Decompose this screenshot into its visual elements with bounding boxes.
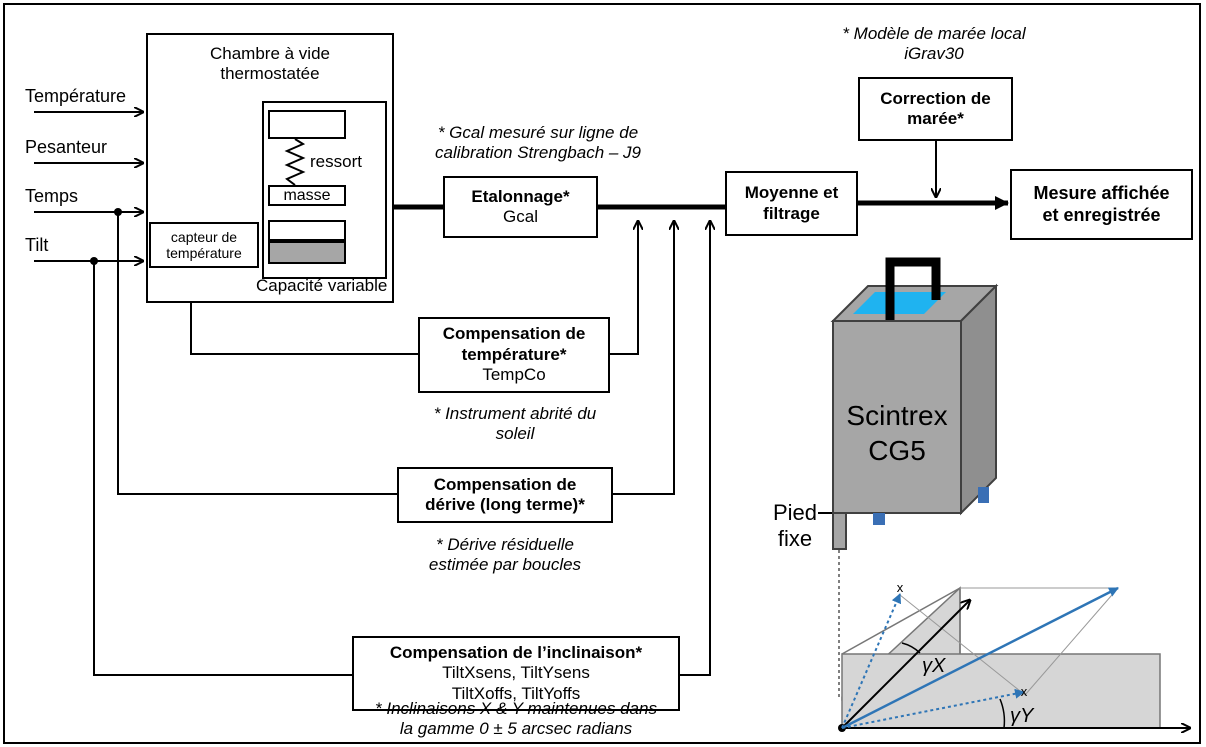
- note-tide: * Modèle de marée local iGrav30: [812, 24, 1056, 63]
- temp-comp-line2: température*: [461, 344, 567, 364]
- note-drift-line1: * Dérive résiduelle: [436, 535, 574, 554]
- drift-compensation-block: Compensation de dérive (long terme)*: [397, 467, 613, 523]
- foot-label-line2: fixe: [778, 526, 812, 551]
- etalonnage-param: Gcal: [503, 207, 538, 226]
- tilt-comp-param2: TiltXoffs, TiltYoffs: [451, 683, 581, 703]
- mass-label: masse: [283, 186, 331, 204]
- sensor-assembly: [262, 101, 387, 279]
- moyenne-line2: filtrage: [763, 203, 820, 223]
- spring-anchor: [268, 110, 346, 139]
- temp-comp-param: TempCo: [482, 365, 546, 385]
- note-tide-line1: * Modèle de marée local: [842, 24, 1026, 43]
- correction-maree-block: Correction de marée*: [858, 77, 1013, 141]
- foot-icon: [873, 513, 885, 525]
- note-gcal: * Gcal mesuré sur ligne de calibration S…: [407, 123, 669, 162]
- drift-comp-line1: Compensation de: [433, 474, 577, 494]
- tilt-compensation-block: Compensation de l’inclinaison* TiltXsens…: [352, 636, 680, 711]
- note-tilt-line2: la gamme 0 ± 5 arcsec radians: [399, 718, 633, 738]
- input-temps-label: Temps: [25, 186, 79, 206]
- capacitor-label: Capacité variable: [256, 276, 388, 295]
- foot-label-line1: Pied: [773, 500, 817, 525]
- tilt-x-vector: [841, 593, 902, 729]
- arrow-drift-comp: [613, 221, 674, 495]
- sensor-label-line1: capteur de: [170, 228, 238, 245]
- mesure-line1: Mesure affichée: [1033, 182, 1170, 203]
- drift-comp-line2: dérive (long terme)*: [425, 495, 585, 514]
- note-drift: * Dérive résiduelle estimée par boucles: [390, 535, 620, 574]
- arrow-temp-comp: [610, 221, 638, 355]
- tilt-y-vector: [841, 688, 1025, 729]
- etalonnage-title: Etalonnage*: [471, 186, 570, 206]
- y-axis-arrow: [841, 600, 970, 729]
- sensor-label-line2: température: [166, 245, 242, 261]
- note-tilt: * Inclinaisons X & Y maintenues dans la …: [320, 699, 712, 738]
- maree-line1: Correction de: [880, 88, 991, 108]
- diagram-frame: [3, 3, 1201, 744]
- cg5-front-face: [832, 320, 962, 514]
- note-tilt-line1: * Inclinaisons X & Y maintenues dans: [375, 699, 657, 718]
- temperature-sensor-box: capteur de température: [149, 222, 259, 268]
- note-drift-line2: estimée par boucles: [428, 554, 582, 574]
- gamma-y-label: γY: [1010, 705, 1035, 727]
- top-window: [853, 292, 946, 314]
- instrument-name-line2: CG5: [868, 435, 926, 466]
- horizontal-plane: [841, 653, 1161, 729]
- temp-compensation-block: Compensation de température* TempCo: [418, 317, 610, 393]
- note-sun-line2: soleil: [495, 423, 535, 443]
- wire-temps-drift-comp: [117, 212, 397, 495]
- svg-text:x: x: [897, 580, 904, 595]
- temp-comp-line1: Compensation de: [442, 324, 586, 344]
- chamber-title-line1: Chambre à vide: [209, 44, 330, 63]
- gravity-vector: [841, 586, 1119, 730]
- capacitor-plate-bottom: [268, 241, 346, 264]
- note-sun-line1: * Instrument abrité du: [433, 404, 597, 423]
- note-tide-line2: iGrav30: [904, 43, 964, 63]
- input-tilt-label: Tilt: [25, 235, 49, 255]
- maree-line2: marée*: [907, 109, 964, 128]
- spring-label: ressort: [310, 152, 362, 171]
- input-temperature-label: Température: [25, 86, 127, 106]
- chamber-title-line2: thermostatée: [220, 64, 320, 84]
- note-sun: * Instrument abrité du soleil: [400, 404, 630, 443]
- note-gcal-line2: calibration Strengbach – J9: [434, 142, 642, 162]
- capacitor-plate-top: [268, 220, 346, 241]
- wire-tilt-comp: [93, 261, 352, 676]
- instrument-name-line1: Scintrex: [846, 400, 947, 431]
- tilt-comp-title: Compensation de l’inclinaison*: [389, 642, 643, 662]
- spring-icon: [284, 139, 306, 185]
- foot-icon: [978, 487, 989, 503]
- cg5-side-face: [960, 283, 997, 516]
- input-pesanteur-label: Pesanteur: [25, 137, 108, 157]
- moyenne-filtrage-block: Moyenne et filtrage: [725, 171, 858, 236]
- mesure-block: Mesure affichée et enregistrée: [1010, 169, 1193, 240]
- gamma-x-label: γX: [922, 655, 946, 677]
- arrow-tilt-comp: [680, 221, 710, 676]
- note-gcal-line1: * Gcal mesuré sur ligne de: [437, 123, 639, 142]
- fixed-foot: [832, 512, 847, 550]
- tilt-comp-param1: TiltXsens, TiltYsens: [442, 663, 590, 683]
- svg-text:x: x: [1021, 684, 1028, 699]
- moyenne-line1: Moyenne et: [744, 183, 839, 203]
- mesure-line2: et enregistrée: [1042, 204, 1161, 225]
- mass-box: masse: [268, 185, 346, 206]
- etalonnage-block: Etalonnage* Gcal: [443, 176, 598, 238]
